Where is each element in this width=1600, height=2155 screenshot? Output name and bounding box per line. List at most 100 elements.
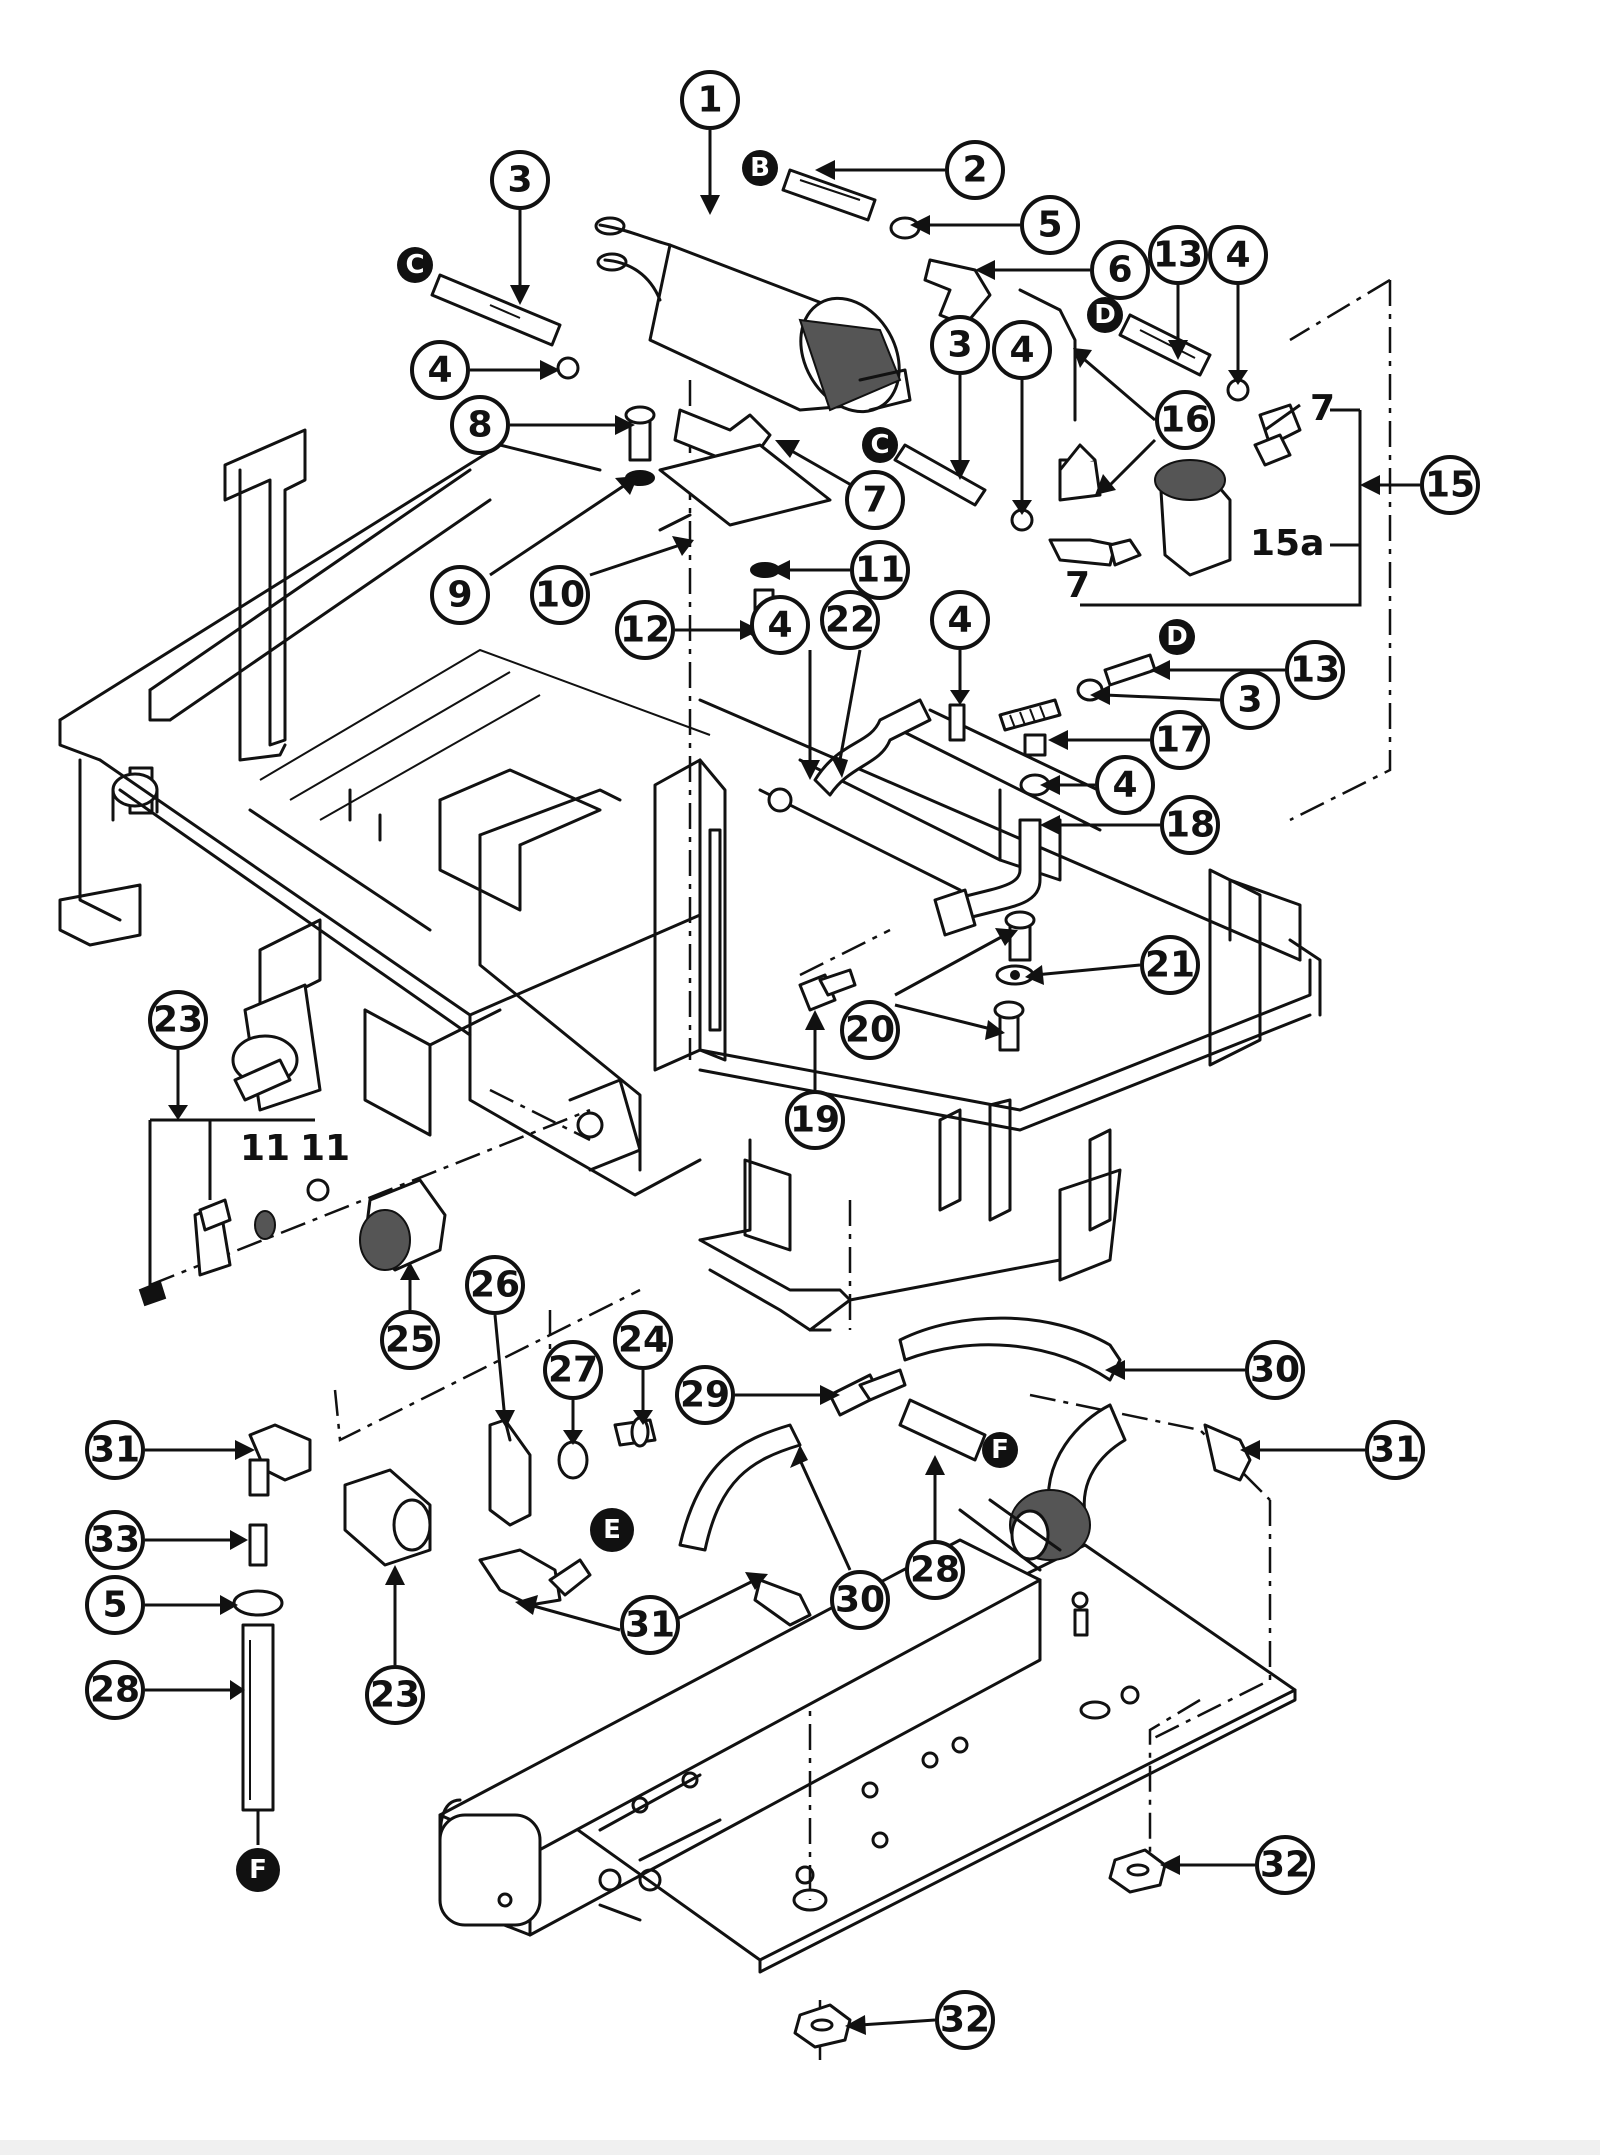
svg-text:27: 27	[548, 1350, 598, 1391]
svg-text:4: 4	[1225, 235, 1250, 276]
svg-text:4: 4	[427, 350, 452, 391]
washer-part-27	[557, 1440, 589, 1480]
nut-part-32-bottom	[793, 2003, 852, 2049]
svg-text:5: 5	[1037, 205, 1062, 246]
balloon-25: 25	[380, 1310, 440, 1370]
svg-text:3: 3	[507, 160, 532, 201]
svg-text:C: C	[405, 250, 424, 280]
svg-text:13: 13	[1153, 235, 1203, 276]
nut-parts-11	[254, 1178, 330, 1240]
svg-text:C: C	[870, 430, 889, 460]
connector-f: F	[982, 1432, 1018, 1468]
svg-text:23: 23	[370, 1675, 420, 1716]
balloon-30: 30	[1245, 1340, 1305, 1400]
svg-text:12: 12	[620, 610, 670, 651]
svg-text:30: 30	[1250, 1350, 1300, 1391]
clamp-part-4-upper	[948, 703, 966, 742]
svg-text:E: E	[603, 1515, 621, 1545]
hose-part-13-top	[1118, 313, 1212, 377]
svg-text:2: 2	[962, 150, 987, 191]
tube-part-33	[248, 1523, 268, 1567]
balloon-10: 10	[530, 565, 590, 625]
balloon-4: 4	[1095, 755, 1155, 815]
tube-part-16	[1018, 288, 1102, 502]
balloon-15: 15	[1420, 455, 1480, 515]
svg-text:31: 31	[1370, 1430, 1420, 1471]
plain-labels: 7 7 15a 11 11	[240, 388, 1335, 1169]
balloon-labels: 1 2 3 3 3 4 4 4 4 4 4 5 5 6 7 8 9 10 11 …	[85, 70, 1480, 2050]
svg-text:28: 28	[90, 1670, 140, 1711]
connector-b: B	[742, 150, 778, 186]
bracket-part-23-upper	[231, 983, 322, 1112]
balloon-1: 1	[680, 70, 740, 130]
label-11-right: 11	[300, 1128, 350, 1169]
svg-text:6: 6	[1107, 250, 1132, 291]
washer-part-21	[995, 964, 1035, 986]
balloon-29: 29	[675, 1365, 735, 1425]
balloon-32: 32	[1255, 1835, 1315, 1895]
svg-text:F: F	[991, 1435, 1009, 1465]
balloon-3: 3	[490, 150, 550, 210]
svg-text:5: 5	[102, 1585, 127, 1626]
balloon-19: 19	[785, 1090, 845, 1150]
balloon-31: 31	[1365, 1420, 1425, 1480]
balloon-21: 21	[1140, 935, 1200, 995]
balloon-9: 9	[430, 565, 490, 625]
svg-text:4: 4	[1009, 330, 1034, 371]
hose-part-22	[813, 698, 932, 797]
svg-text:11: 11	[855, 550, 905, 591]
svg-text:9: 9	[447, 575, 472, 616]
chassis-frame	[58, 428, 1322, 1332]
connector-f: F	[236, 1848, 280, 1892]
svg-text:4: 4	[767, 605, 792, 646]
balloon-31: 31	[85, 1420, 145, 1480]
balloon-6: 6	[1090, 240, 1150, 300]
balloon-13: 13	[1148, 225, 1208, 285]
balloon-28: 28	[905, 1540, 965, 1600]
bolt-part-8	[624, 405, 656, 462]
balloon-4: 4	[992, 320, 1052, 380]
svg-text:20: 20	[845, 1010, 895, 1051]
svg-text:31: 31	[625, 1605, 675, 1646]
svg-text:32: 32	[940, 2000, 990, 2041]
fitting-part-19	[798, 968, 857, 1012]
svg-text:4: 4	[1112, 765, 1137, 806]
bracket-part-23-lower	[138, 1198, 232, 1307]
balloon-23: 23	[365, 1665, 425, 1725]
fitting-part-29	[828, 1368, 907, 1417]
svg-text:F: F	[249, 1855, 267, 1885]
label-11-left: 11	[240, 1128, 290, 1169]
svg-text:19: 19	[790, 1100, 840, 1141]
balloon-18: 18	[1160, 795, 1220, 855]
svg-text:7: 7	[862, 480, 887, 521]
filter-part-23-lower	[343, 1468, 432, 1567]
balloon-5: 5	[1020, 195, 1080, 255]
svg-text:3: 3	[1237, 680, 1262, 721]
elbow-part-31-center	[478, 1548, 592, 1607]
svg-text:25: 25	[385, 1320, 435, 1361]
clamp-part-5-top	[889, 216, 921, 240]
knob-part-25	[359, 1178, 447, 1272]
connector-d: D	[1159, 619, 1195, 655]
hose-part-3-left	[430, 273, 562, 347]
svg-text:15: 15	[1425, 465, 1475, 506]
label-7-lower: 7	[1065, 565, 1090, 606]
svg-text:4: 4	[947, 600, 972, 641]
svg-text:24: 24	[618, 1320, 668, 1361]
balloon-7: 7	[845, 470, 905, 530]
svg-text:28: 28	[910, 1550, 960, 1591]
label-7-right: 7	[1310, 388, 1335, 429]
fitting-part-31-right	[1203, 1423, 1252, 1482]
balloon-27: 27	[543, 1340, 603, 1400]
plate-part-10	[658, 443, 832, 532]
balloon-33: 33	[85, 1510, 145, 1570]
clamp-part-4-22	[767, 787, 793, 813]
leader-lines	[145, 130, 1420, 2035]
balloon-4: 4	[410, 340, 470, 400]
svg-text:23: 23	[153, 1000, 203, 1041]
balloon-11: 11	[850, 540, 910, 600]
elbow-part-31-left	[248, 1423, 312, 1497]
valve-part-15a	[1154, 403, 1302, 577]
image-bottom-strip	[0, 2140, 1600, 2155]
svg-text:1: 1	[697, 80, 722, 121]
